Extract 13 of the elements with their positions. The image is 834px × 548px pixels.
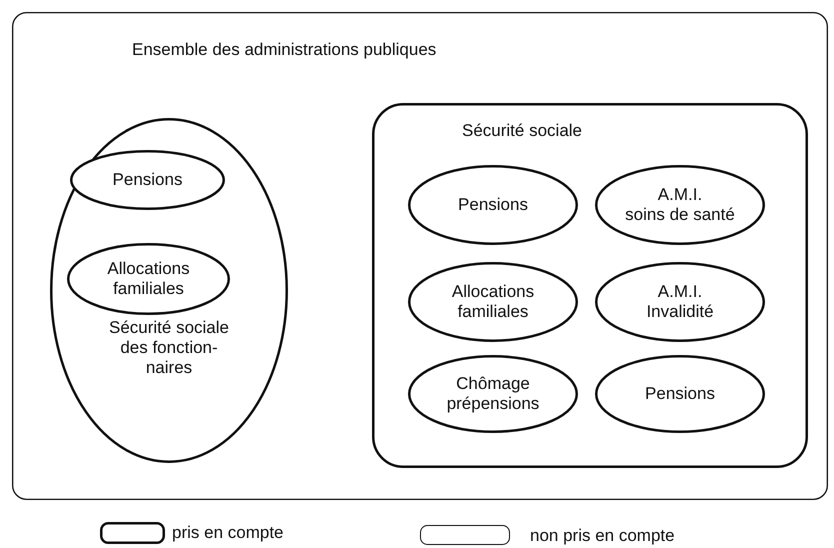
node-label: A.M.I. Invalidité <box>645 282 715 322</box>
legend-label: non pris en compte <box>530 526 675 546</box>
node-label: Pensions <box>644 384 716 404</box>
node-label: Pensions <box>457 195 529 215</box>
node-label: Pensions <box>112 170 184 190</box>
region-title: Ensemble des administrations publiques <box>132 40 438 60</box>
node-label: A.M.I. soins de santé <box>624 185 736 225</box>
node-label: Chômage prépensions <box>446 374 540 414</box>
group-title: Sécurité sociale <box>462 121 584 141</box>
node-label: Allocations familiales <box>106 259 191 299</box>
group-label: Sécurité sociale des fonction- naires <box>108 318 230 378</box>
node-label: Allocations familiales <box>450 282 536 322</box>
legend-label: pris en compte <box>172 523 284 543</box>
